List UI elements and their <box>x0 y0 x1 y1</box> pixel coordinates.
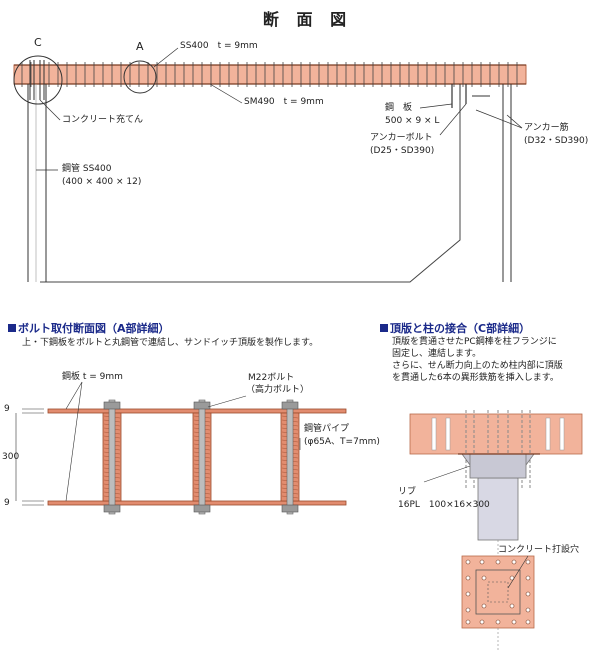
label-anchor-bolt: アンカーボルト <box>370 133 433 143</box>
label-ss400: SS400 t = 9mm <box>180 41 258 51</box>
page-title: 断 面 図 <box>262 10 353 29</box>
plan-hole <box>481 575 487 581</box>
plan-hole <box>465 607 471 613</box>
bolt-nut-bottom <box>281 504 299 513</box>
slab-hole <box>445 417 451 451</box>
marker-a-label: A <box>136 40 144 53</box>
detail-a-label-bolt-sub: （高力ボルト） <box>246 385 310 395</box>
label-steel-pipe-size: (400 × 400 × 12) <box>62 177 142 187</box>
detail-c-label-rib: リブ <box>398 487 417 497</box>
label-anchor-bolt-spec: (D25・SD390) <box>370 146 435 156</box>
plan-hole <box>495 559 501 565</box>
plan-hole <box>481 603 487 609</box>
detail-c-description-4: を貫通した6本の異形鉄筋を挿入します。 <box>392 373 559 383</box>
bolt-shaft <box>108 399 116 515</box>
detail-c-label-concrete-hole: コンクリート打設穴 <box>498 545 580 555</box>
detail-c-label-rib-spec: 16PL 100×16×300 <box>398 500 490 510</box>
bolt-nut-top <box>103 401 121 410</box>
lower-outline <box>40 100 461 283</box>
marker-c-circle <box>13 55 63 105</box>
plan-hole <box>511 619 517 625</box>
plan-hole <box>479 619 485 625</box>
plan-hole <box>465 619 471 625</box>
detail-c-description-1: 頂版を貫通させたPC鋼棒を柱フランジに <box>392 337 557 347</box>
bolt-nut-bottom <box>193 504 211 513</box>
plan-hole <box>465 559 471 565</box>
slab-hole <box>431 417 437 451</box>
detail-c-description-2: 固定し、連結します。 <box>392 349 482 359</box>
label-sm490: SM490 t = 9mm <box>244 97 324 107</box>
plan-hole <box>479 559 485 565</box>
detail-a-label-plate: 鋼板 t = 9mm <box>62 372 123 382</box>
detail-c-description-3: さらに、せん断力向上のため柱内部に頂版 <box>392 361 563 371</box>
plan-hole <box>509 603 515 609</box>
marker-c-label: C <box>34 36 42 49</box>
label-steel-pipe: 鋼管 SS400 <box>62 164 112 174</box>
bolt-nut-bottom <box>103 504 121 513</box>
label-anchor-bar-spec: (D32・SD390) <box>524 136 589 146</box>
slab-hole <box>559 417 565 451</box>
slab-bolts <box>21 60 518 100</box>
detail-c-heading: 頂版と柱の接合（C部詳細） <box>380 320 530 336</box>
detail-a-heading: ボルト取付断面図（A部詳細） <box>8 320 170 336</box>
plan-hole <box>465 575 471 581</box>
detail-a-dim-mid: 300 <box>2 452 20 462</box>
label-anchor-bar: アンカー筋 <box>524 123 569 133</box>
bolt-nut-top <box>193 401 211 410</box>
detail-a-description: 上・下鋼板をボルトと丸鋼管で連結し、サンドイッチ頂版を製作します。 <box>22 338 319 348</box>
detail-a-label-pipe: 鋼管パイプ <box>304 424 350 434</box>
slab-hole <box>545 417 551 451</box>
plan-hole <box>525 607 531 613</box>
detail-a-dim-bottom: 9 <box>4 498 10 508</box>
detail-a-pipes <box>102 399 300 515</box>
detail-a-label-pipe-spec: (φ65A、T=7mm) <box>304 437 380 447</box>
plan-hole <box>525 591 531 597</box>
plan-hole <box>495 619 501 625</box>
label-concrete-fill: コンクリート充てん <box>62 115 144 125</box>
bolt-shaft <box>198 399 206 515</box>
bolt-shaft <box>286 399 294 515</box>
label-steel-plate-size: 500 × 9 × L <box>385 116 440 126</box>
plan-hole <box>525 619 531 625</box>
label-steel-plate: 鋼 板 <box>385 103 413 113</box>
bolt-nut-top <box>281 401 299 410</box>
detail-a-label-bolt: M22ボルト <box>248 373 295 383</box>
plan-hole <box>511 559 517 565</box>
detail-c-plan-holes <box>465 559 531 625</box>
plan-hole <box>525 575 531 581</box>
plan-hole <box>465 591 471 597</box>
marker-a-circle <box>123 60 157 94</box>
detail-a-dim-top: 9 <box>4 404 10 414</box>
plan-hole <box>525 559 531 565</box>
top-slab <box>13 64 527 85</box>
